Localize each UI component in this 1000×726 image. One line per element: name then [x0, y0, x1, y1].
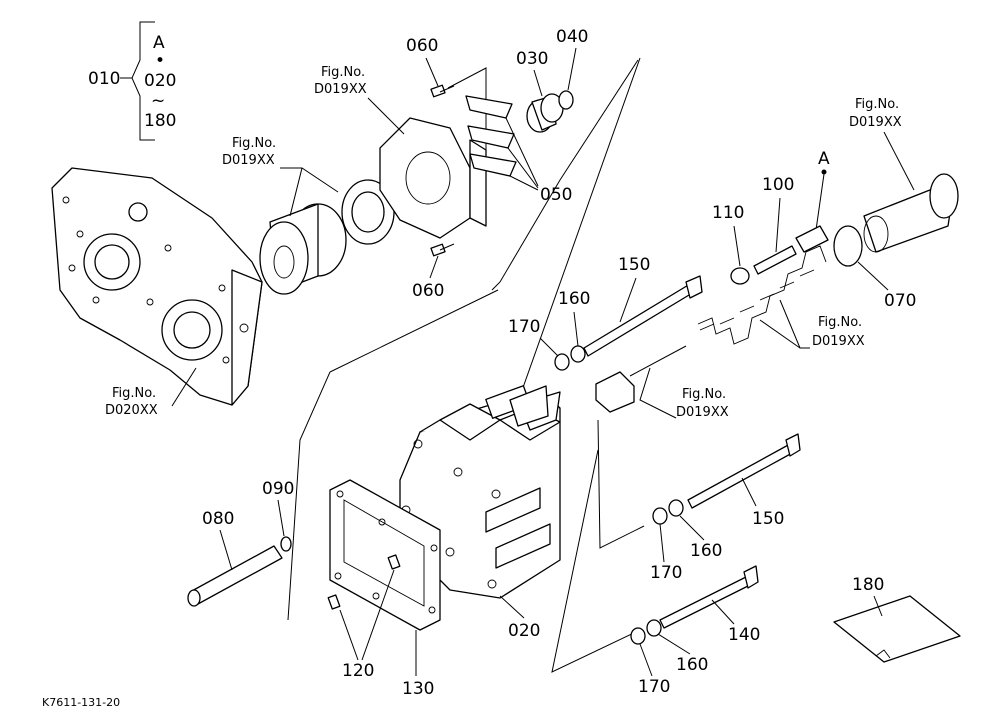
legend-range-start: 020 — [144, 71, 176, 91]
fig-ref-springs: D019XX — [812, 334, 865, 349]
fig-ref-right-sleeve: D019XX — [849, 115, 902, 130]
callout-130: 130 — [402, 679, 434, 699]
fig-ref-prefix-bearing: Fig.No. — [232, 136, 276, 151]
drawing-code: K7611-131-20 — [42, 696, 120, 709]
callout-170-top: 170 — [508, 317, 540, 337]
washers-top — [554, 345, 586, 371]
bolt-140 — [659, 565, 759, 629]
label-card-180 — [833, 595, 961, 663]
fig-ref-prefix-right-sleeve: Fig.No. — [855, 97, 899, 112]
oring-070 — [833, 225, 863, 267]
fig-ref-bearing: D019XX — [222, 153, 275, 168]
ring-040 — [558, 90, 574, 110]
legend-group-number: 010 — [88, 69, 120, 89]
fig-ref-piston: D019XX — [676, 405, 729, 420]
shims-050 — [465, 95, 517, 177]
callout-080: 080 — [202, 509, 234, 529]
callout-ref-a: A — [818, 149, 830, 169]
callout-030: 030 — [516, 49, 548, 69]
ring-090 — [280, 536, 292, 552]
callout-060-top: 060 — [406, 36, 438, 56]
piston — [595, 345, 687, 413]
washers-bottom — [630, 619, 662, 645]
callout-150-top: 150 — [618, 255, 650, 275]
bolt-150-top — [583, 275, 703, 357]
callout-160-top: 160 — [558, 289, 590, 309]
callout-060-bottom: 060 — [412, 281, 444, 301]
legend-range-end: 180 — [144, 111, 176, 131]
callout-160-mid: 160 — [690, 541, 722, 561]
screw-060-top — [430, 84, 455, 98]
legend-ref-a: A — [153, 33, 165, 53]
drum-assembly — [259, 179, 395, 295]
pins-120 — [327, 554, 401, 610]
left-cover-plate — [51, 167, 263, 406]
callout-120: 120 — [342, 661, 374, 681]
fig-ref-prefix-piston: Fig.No. — [682, 387, 726, 402]
callout-110: 110 — [712, 203, 744, 223]
callout-090: 090 — [262, 479, 294, 499]
callout-150-mid: 150 — [752, 509, 784, 529]
callout-140: 140 — [728, 625, 760, 645]
callout-170-bottom: 170 — [638, 677, 670, 697]
bolt-150-mid — [687, 433, 801, 509]
gasket-130 — [329, 479, 441, 631]
fig-ref-prefix-springs: Fig.No. — [818, 315, 862, 330]
bearing-030 — [526, 93, 564, 133]
fig-ref-left-cover: D020XX — [105, 403, 158, 418]
callout-020: 020 — [508, 621, 540, 641]
callout-100: 100 — [762, 175, 794, 195]
right-sleeve — [863, 173, 959, 253]
fig-ref-upper-housing: D019XX — [314, 82, 367, 97]
callout-040: 040 — [556, 27, 588, 47]
fig-ref-prefix-left-cover: Fig.No. — [112, 386, 156, 401]
legend-tilde: ~ — [151, 91, 165, 111]
fig-ref-prefix-upper-housing: Fig.No. — [321, 65, 365, 80]
collar-110 — [730, 267, 750, 285]
legend-bracket: 010 A • 020 ~ 180 — [88, 21, 176, 141]
callout-050: 050 — [540, 185, 572, 205]
upper-housing — [379, 117, 487, 239]
callout-180: 180 — [852, 575, 884, 595]
shaft-080 — [187, 545, 283, 607]
springs — [697, 245, 827, 345]
callout-170-mid: 170 — [650, 563, 682, 583]
washers-mid — [652, 499, 684, 525]
screw-060-bottom — [430, 243, 455, 257]
callout-160-bottom: 160 — [676, 655, 708, 675]
callout-070: 070 — [884, 291, 916, 311]
pin-100 — [753, 225, 829, 275]
legend-dot: • — [155, 51, 165, 71]
